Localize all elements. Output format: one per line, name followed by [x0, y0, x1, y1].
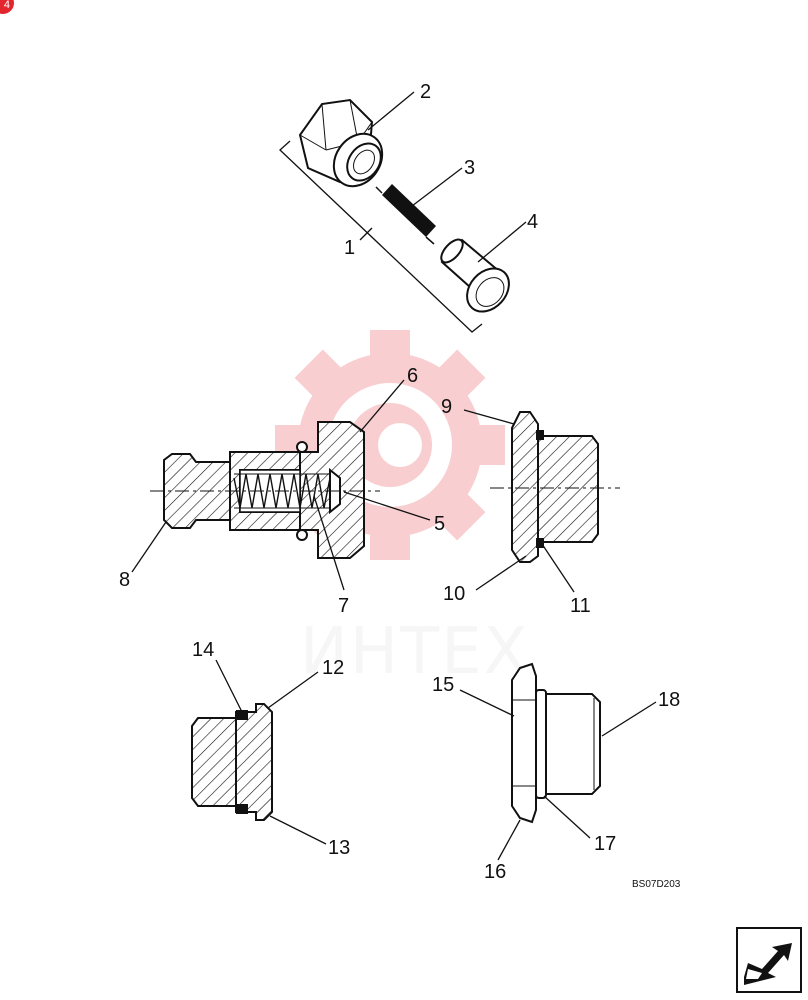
plug-lower-left: [191, 703, 273, 821]
part-12-thread: [191, 717, 241, 807]
leader-lines: [131, 91, 657, 861]
callout-9: 9: [441, 396, 452, 418]
callout-2: 2: [420, 81, 431, 103]
plug-lower-right: [511, 662, 601, 824]
arrow-icon: [744, 943, 792, 985]
callout-15: 15: [432, 674, 454, 696]
drawing-code: BS07D203: [632, 879, 681, 890]
part-9-flange: [511, 411, 539, 563]
part-18-thread: [545, 693, 601, 795]
callout-11: 11: [570, 595, 591, 617]
callout-1: 1: [344, 237, 355, 259]
part-14-oring-top: [236, 710, 248, 720]
callout-13: 13: [328, 837, 350, 859]
part-17-washer: [535, 689, 547, 799]
callout-12: 12: [322, 657, 344, 679]
oring-top: [296, 441, 308, 453]
callout-16: 16: [484, 861, 506, 883]
callout-6: 6: [407, 365, 418, 387]
part-4-poppet: [440, 238, 510, 313]
callout-4: 4: [527, 211, 538, 233]
callout-18: 18: [658, 689, 680, 711]
relief-cartridge-assembly: [279, 98, 510, 333]
part-13-head: [235, 703, 273, 821]
part-2-hex-nut: [298, 98, 384, 188]
plug-section-right: [490, 411, 620, 563]
callout-8: 8: [119, 569, 130, 591]
callout-5: 5: [434, 513, 445, 535]
watermark-text: ИНТЕХ: [300, 615, 529, 689]
callout-14: 14: [192, 639, 214, 661]
callout-3: 3: [464, 157, 475, 179]
part-3-spring: [375, 184, 436, 245]
callout-17: 17: [594, 833, 616, 855]
part-14-oring-bottom: [236, 804, 248, 814]
part-10-body: [537, 435, 599, 543]
callout-7: 7: [338, 595, 349, 617]
callout-10: 10: [443, 583, 465, 605]
assembly-bracket: [279, 140, 483, 333]
corner-badge: 4: [0, 0, 14, 14]
part-11-oring-bottom: [536, 538, 544, 548]
callouts: 2 3 4 1 6 5 7 8 9 10 11 14 12 13 15 16 1…: [119, 81, 680, 883]
oring-bottom: [296, 529, 308, 541]
part-11-oring-top: [536, 430, 544, 440]
next-page-button[interactable]: [736, 927, 802, 993]
part-15-hex: [511, 662, 537, 824]
check-valve-section: [150, 421, 380, 559]
